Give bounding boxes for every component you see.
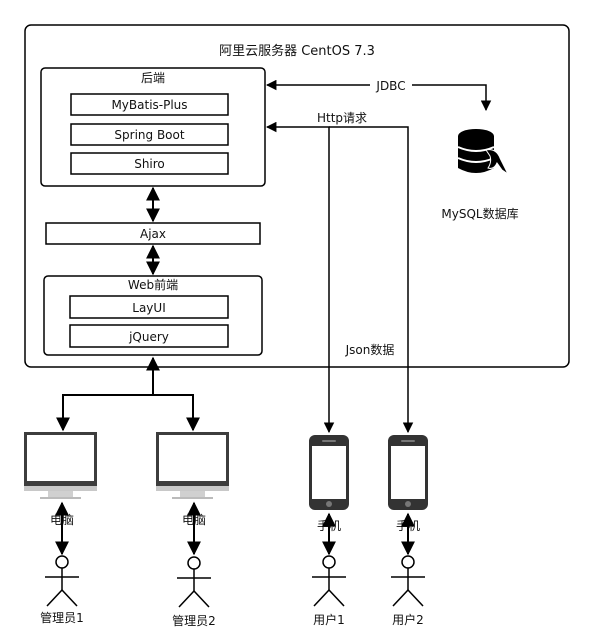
layui-box [69, 295, 229, 319]
spring-boot-label: Spring Boot [114, 128, 184, 142]
http-arrow-phone1 [265, 121, 335, 434]
backend-title: 后端 [141, 71, 165, 85]
mybatis-plus-label: MyBatis-Plus [111, 98, 187, 112]
phone-icon [388, 435, 428, 510]
jquery-label: jQuery [128, 330, 169, 344]
phone-icon [309, 435, 349, 510]
mysql-database-icon [457, 129, 510, 176]
person-icon [45, 555, 79, 607]
json-label: Json数据 [345, 342, 395, 357]
layui-label: LayUI [132, 301, 165, 315]
ajax-box [45, 222, 261, 245]
mysql-label: MySQL数据库 [441, 206, 518, 221]
pc-branch [56, 394, 200, 432]
admin2-label: 管理员2 [172, 613, 216, 628]
computer-icon [156, 432, 229, 499]
admin1-label: 管理员1 [40, 610, 84, 625]
http-arrow-phone2 [329, 126, 414, 434]
jdbc-arrow [265, 79, 492, 112]
person-icon [312, 555, 346, 607]
mybatis-plus-box [70, 93, 229, 116]
user1-label: 用户1 [313, 612, 345, 627]
http-label: Http请求 [317, 111, 367, 125]
user2-label: 用户2 [392, 612, 424, 627]
shiro-label: Shiro [134, 157, 165, 171]
spring-boot-box [70, 123, 229, 146]
person-icon [177, 556, 211, 608]
server-title: 阿里云服务器 CentOS 7.3 [219, 43, 375, 59]
jdbc-label: JDBC [375, 79, 405, 93]
jquery-box [69, 324, 229, 348]
person-icon [391, 555, 425, 607]
shiro-box [70, 152, 229, 175]
computer-icon [24, 432, 97, 499]
ajax-label: Ajax [140, 227, 166, 241]
frontend-title: Web前端 [128, 277, 178, 292]
